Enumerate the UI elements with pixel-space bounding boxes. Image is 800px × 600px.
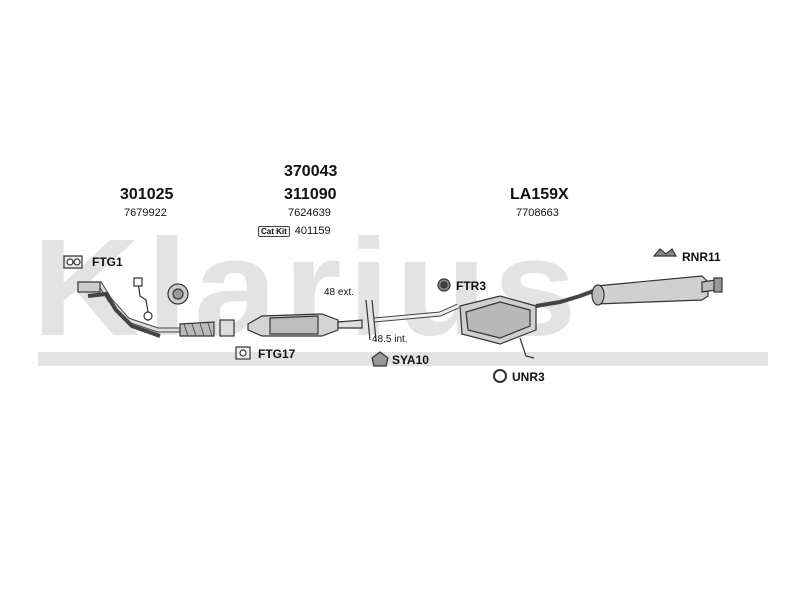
fitting-ftg1[interactable]: FTG1 — [92, 255, 123, 269]
catkit-row: Cat Kit 401159 — [258, 225, 331, 237]
center-part-code-top: 370043 — [284, 163, 338, 180]
catalytic-converter[interactable] — [247, 313, 363, 337]
ftr3-icon — [437, 278, 451, 292]
lambda-bracket[interactable] — [133, 277, 153, 321]
front-downpipe[interactable] — [77, 281, 235, 338]
annotation-ext: 48 ext. — [324, 287, 355, 298]
unr3-icon — [493, 369, 507, 383]
rear-part-ref: 7708663 — [516, 207, 559, 219]
ftg1-icon — [63, 255, 83, 269]
center-part-code: 311090 — [284, 186, 337, 203]
ftg17-icon — [235, 346, 251, 360]
middle-pipe[interactable] — [365, 299, 460, 341]
catkit-ref: 401159 — [294, 225, 331, 237]
fitting-ftr3[interactable]: FTR3 — [456, 279, 486, 293]
fitting-unr3[interactable]: UNR3 — [512, 370, 545, 384]
annotation-int: 48.5 int. — [372, 334, 408, 345]
fitting-rnr11[interactable]: RNR11 — [682, 250, 721, 264]
center-part-ref: 7624639 — [288, 207, 331, 219]
centre-silencer[interactable] — [459, 294, 581, 359]
gasket-round[interactable] — [167, 283, 189, 305]
front-part-code: 301025 — [120, 186, 174, 203]
rnr11-icon — [652, 248, 678, 257]
fitting-ftg17[interactable]: FTG17 — [258, 347, 296, 361]
fitting-sya10[interactable]: SYA10 — [392, 353, 429, 367]
rear-silencer[interactable] — [579, 275, 723, 306]
front-part-ref: 7679922 — [124, 207, 167, 219]
watermark-bar — [38, 352, 768, 366]
sya10-icon — [371, 351, 389, 367]
catkit-badge: Cat Kit — [258, 225, 290, 237]
rear-part-code: LA159X — [510, 186, 569, 203]
